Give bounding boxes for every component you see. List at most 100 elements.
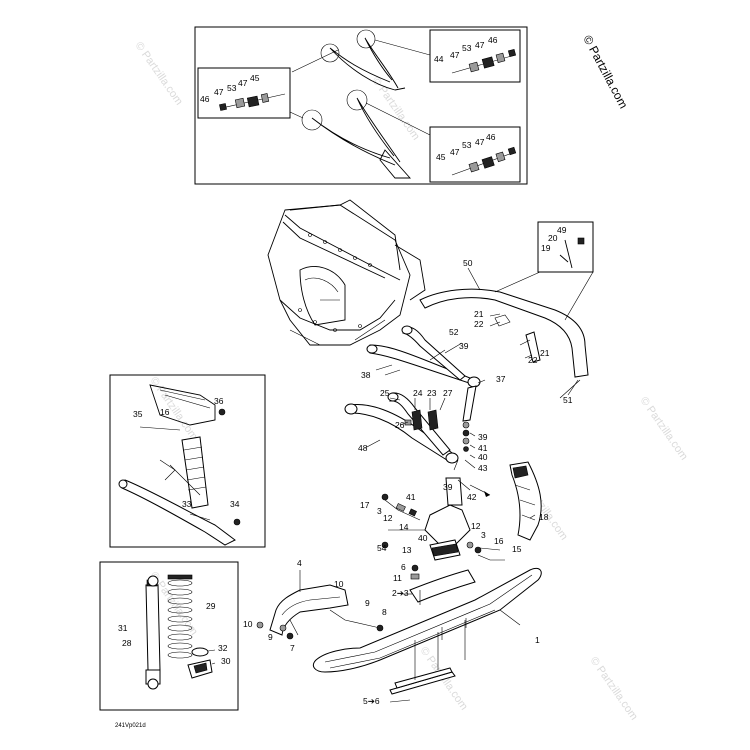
callout-label: 21 [474,309,484,319]
callout-label: 50 [463,258,473,268]
callout-label: 46 [486,132,496,142]
callout-label: 16 [494,536,504,546]
callout-label: 23 [427,388,437,398]
callout-label: 31 [118,623,128,633]
callout-label: 47 [475,40,485,50]
inset-box-bottom-right [429,126,521,183]
callout-label: 54 [377,543,387,553]
callout-label: 47 [475,137,485,147]
callout-label: 34 [230,499,240,509]
callout-label: 18 [539,512,549,522]
callout-label: 14 [399,522,409,532]
leader-lines [364,313,581,703]
inset-nut [577,237,585,245]
sway-bar-link-inset [537,221,594,273]
ski-saddle [409,569,476,603]
callout-label: 45 [436,152,446,162]
ski-leg-assembly [381,493,505,561]
bushing-circle [346,89,368,111]
callout-label: 52 [449,327,459,337]
ski [312,564,542,695]
callout-label: 39 [478,432,488,442]
callout-label: 39 [459,341,469,351]
callout-label: 47 [238,78,248,88]
callout-label: 11 [393,573,402,583]
callout-label: 33 [182,499,192,509]
lower-a-arm-main [344,392,459,464]
callout-label: 24 [413,388,423,398]
inset-box-left [197,67,291,119]
copyright-text: © Partzilla.com [580,33,630,111]
callout-label: 45 [250,73,260,83]
callout-label: 32 [218,643,228,653]
callout-label: 22 [474,319,484,329]
callout-label: 7 [290,643,295,653]
callout-label: 53 [462,140,472,150]
callout-label: 4 [297,558,302,568]
callout-label: 13 [402,545,412,555]
callout-label: 9 [268,632,273,642]
callout-label: 9 [365,598,370,608]
callout-label: 29 [206,601,216,611]
callout-label: 3 [377,506,382,516]
callout-label: 22 [528,355,538,365]
inset-frame [109,374,266,548]
bushing-circle [356,29,376,49]
callout-label: 8 [382,607,387,617]
callout-label: 49 [557,225,567,235]
bolt-kit-top-right [451,48,517,74]
callout-label: 30 [221,656,231,666]
callout-label: 42 [467,492,477,502]
bolt-kit-left [219,93,286,111]
inset-box-top-right [429,29,521,83]
coil-spring [167,579,193,659]
watermark-text: © Partzilla.com [638,395,690,463]
inset-leaders [494,271,594,321]
inset-frame [99,561,239,711]
callout-label: 3 [481,530,486,540]
callout-label: 17 [360,500,370,510]
upper-a-arm-main [366,325,481,388]
callout-label: 39 [443,482,453,492]
callout-label: 12 [383,513,393,523]
lower-a-arm [311,97,401,166]
callout-label: 47 [450,50,460,60]
callout-label: 35 [133,409,143,419]
callout-label: 37 [496,374,506,384]
leader [467,267,481,291]
callout-label: 43 [478,463,488,473]
callout-label: 47 [214,87,224,97]
callout-label: 46 [200,94,210,104]
callout-label: 51 [563,395,573,405]
callout-label: 10 [334,579,344,589]
callout-label: 41 [406,492,416,502]
callout-label: 27 [443,388,453,398]
inset-leaders [289,39,431,136]
ski-guard [509,461,542,541]
bolt-kit-bottom-right [451,146,517,176]
callout-label: 26 [395,420,405,430]
watermark-layer: © Partzilla.com © Partzilla.com © Partzi… [133,40,690,723]
ball-joint [467,376,481,388]
shock-spring-inset [99,561,239,711]
bushing-circle [320,43,340,63]
inset-frame [194,26,528,185]
callout-label: 2➔3 [392,588,409,598]
drawing-code: 241Vp021d [115,723,146,729]
inset-link [559,239,573,269]
front-frame-bulkhead [267,199,426,346]
callout-label: 46 [488,35,498,45]
shock-install-inset [109,374,266,548]
callouts-main: 49 20 19 50 21 22 52 39 21 22 38 37 51 2… [118,225,573,706]
callout-label: 12 [471,521,481,531]
callout-label: 38 [361,370,371,380]
callout-label: 21 [540,348,550,358]
spindle [445,385,491,506]
callout-label: 53 [227,83,237,93]
sway-bar [419,288,589,378]
callout-label: 15 [512,544,522,554]
callout-label: 44 [434,54,444,64]
callout-label: 48 [358,443,368,453]
sway-bar-assembly [419,221,594,396]
